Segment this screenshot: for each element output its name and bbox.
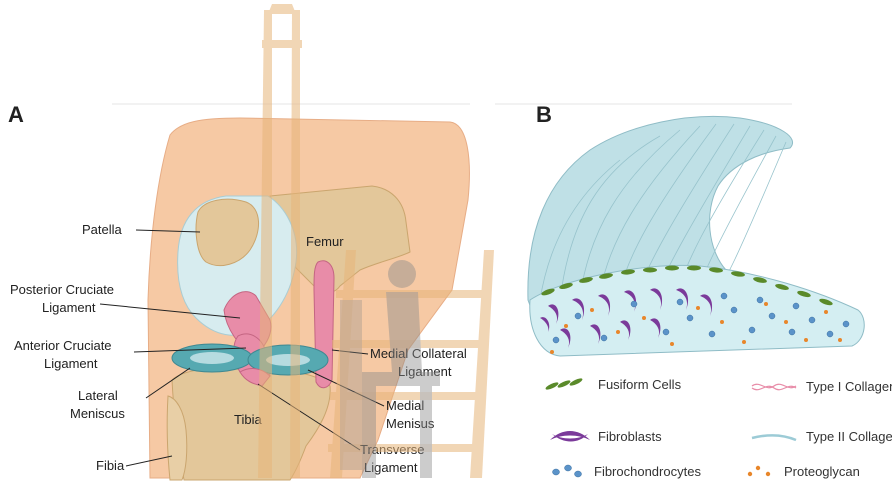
legend-proteoglycan-label: Proteoglycan (784, 464, 860, 479)
legend: Fusiform Cells Fibroblasts Fibrochondroc… (545, 377, 892, 479)
label-patella: Patella (82, 222, 123, 237)
legend-fusiform-label: Fusiform Cells (598, 377, 682, 392)
legend-fibrochondrocytes: Fibrochondrocytes (553, 464, 702, 479)
type2-collagen-swatch-icon (752, 435, 796, 440)
fibroblasts-swatch-icon (550, 431, 590, 442)
label-anterior-cruciate-2: Ligament (44, 356, 98, 371)
panel-b: B (528, 102, 892, 479)
label-femur: Femur (306, 234, 344, 249)
lateral-meniscus-hole (190, 352, 234, 364)
legend-type2-label: Type II Collagen (806, 429, 892, 444)
label-posterior-cruciate-2: Ligament (42, 300, 96, 315)
label-lateral-meniscus-1: Lateral (78, 388, 118, 403)
legend-type1-label: Type I Collagen (806, 379, 892, 394)
legend-proteoglycan: Proteoglycan (748, 464, 860, 479)
label-lateral-meniscus-2: Meniscus (70, 406, 125, 421)
legend-fusiform-cells: Fusiform Cells (545, 377, 682, 392)
fibrochondrocytes-swatch-icon (553, 465, 582, 477)
label-posterior-cruciate-1: Posterior Cruciate (10, 282, 114, 297)
legend-fibrochondrocytes-label: Fibrochondrocytes (594, 464, 701, 479)
label-fibia: Fibia (96, 458, 125, 473)
legend-type2-collagen: Type II Collagen (752, 429, 892, 444)
legend-fibroblasts: Fibroblasts (550, 429, 662, 444)
proteoglycan-swatch-icon (748, 466, 770, 476)
fusiform-cells-swatch-icon (545, 377, 584, 391)
label-medial-menisus-1: Medial (386, 398, 424, 413)
panel-a-label: A (8, 102, 24, 127)
medial-meniscus-hole (266, 354, 310, 366)
type1-collagen-swatch-icon (752, 384, 796, 389)
legend-fibroblasts-label: Fibroblasts (598, 429, 662, 444)
label-tibia: Tibia (234, 412, 262, 427)
panel-b-label: B (536, 102, 552, 127)
label-anterior-cruciate-1: Anterior Cruciate (14, 338, 112, 353)
legend-type1-collagen: Type I Collagen (752, 379, 892, 394)
